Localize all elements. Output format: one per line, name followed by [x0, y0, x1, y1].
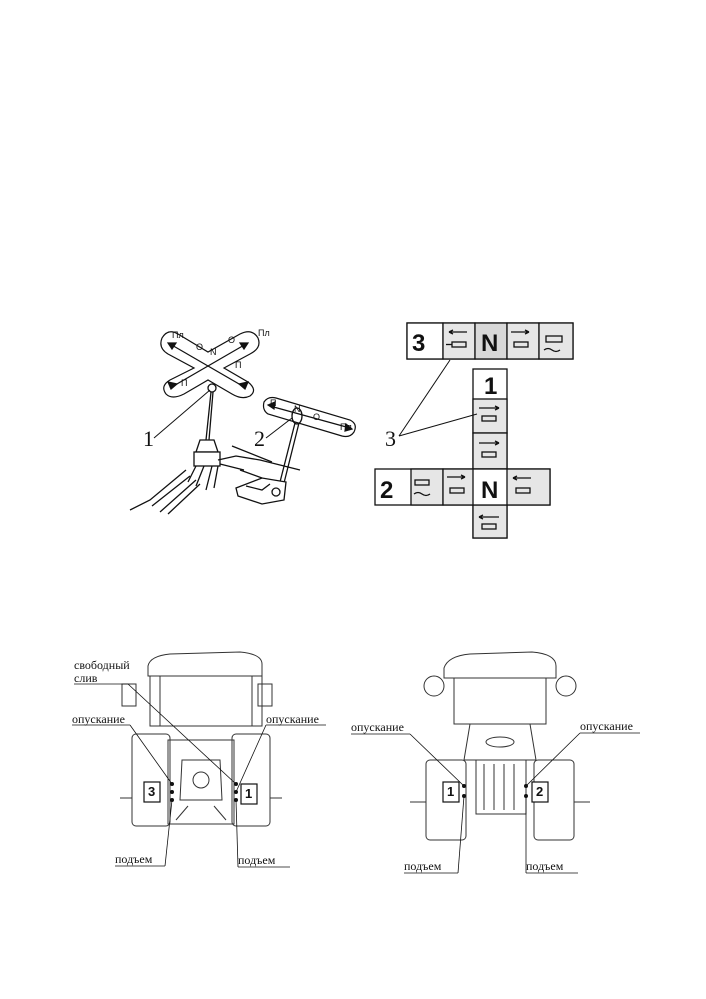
front-couplers — [462, 784, 528, 798]
lowering-front-right-leader — [525, 732, 581, 787]
label-lifting-rear-right: подъем — [238, 853, 276, 867]
callout-1: 1 — [143, 426, 154, 451]
callout-3-leader-b — [398, 413, 478, 437]
lever-o: O — [313, 412, 320, 422]
decal-panels-figure: 3 N 1 2 — [374, 322, 574, 539]
tractor-front-figure — [410, 651, 590, 841]
tag-front-left: 1 — [442, 781, 460, 803]
free-drain-leader — [127, 683, 237, 785]
joystick-o-right: O — [228, 335, 235, 345]
lever-n: N — [294, 404, 301, 414]
label-lifting-front-right: подъем — [526, 859, 564, 873]
label-free-drain-1: свободный — [74, 658, 130, 672]
tag-rear-left: 3 — [143, 781, 161, 803]
joystick-pl-left: Пл — [172, 330, 184, 340]
label-lowering-rear-left: опускание — [72, 712, 125, 726]
decal-panel-3 — [406, 322, 574, 360]
svg-text:1: 1 — [447, 784, 454, 799]
joystick-o-left: O — [196, 342, 203, 352]
tag-front-right: 2 — [531, 781, 549, 803]
joystick-p-right: П — [235, 360, 241, 370]
label-lowering-front-right: опускание — [580, 719, 633, 733]
lowering-rear-left-leader — [129, 724, 173, 785]
lifting-front-left-leader — [457, 795, 465, 874]
panel-1-number: 1 — [484, 373, 497, 400]
lowering-rear-right-leader — [235, 724, 267, 793]
joystick-shift-pattern — [160, 331, 260, 399]
control-levers-figure: Пл Пл O N O П П — [129, 328, 356, 515]
callout-3-leader-a — [398, 359, 451, 437]
joystick-lever-1 — [129, 383, 301, 515]
lifting-rear-right-leader — [235, 799, 239, 868]
joystick-n: N — [210, 347, 217, 357]
callout-2: 2 — [254, 426, 265, 451]
lever-pl: Пл — [340, 422, 352, 432]
lever-p: П — [270, 398, 276, 408]
tag-rear-right: 1 — [240, 783, 258, 805]
lowering-front-left-leader — [409, 733, 465, 787]
decal-panel-2 — [374, 468, 551, 506]
lever-2 — [231, 407, 303, 505]
label-lifting-rear-left: подъем — [115, 852, 153, 866]
label-lowering-front-left: опускание — [351, 720, 404, 734]
callout-1-leader — [153, 389, 211, 439]
label-free-drain-2: слив — [74, 671, 98, 685]
callout-3: 3 — [385, 426, 396, 451]
joystick-p-left: П — [181, 378, 187, 388]
lifting-rear-left-leader — [164, 799, 173, 867]
panel-2-number: 2 — [380, 477, 393, 504]
svg-text:2: 2 — [536, 784, 543, 799]
label-lowering-rear-right: опускание — [266, 712, 319, 726]
callout-2-leader — [265, 417, 293, 439]
svg-text:3: 3 — [148, 784, 155, 799]
label-lifting-front-left: подъем — [404, 859, 442, 873]
svg-text:1: 1 — [245, 786, 252, 801]
panel-3-neutral: N — [481, 330, 498, 357]
lever-shift-pattern — [262, 396, 356, 438]
tractor-rear-figure — [120, 651, 282, 827]
panel-3-number: 3 — [412, 330, 425, 357]
panel-2-neutral: N — [481, 477, 498, 504]
joystick-pl-right: Пл — [258, 328, 270, 338]
